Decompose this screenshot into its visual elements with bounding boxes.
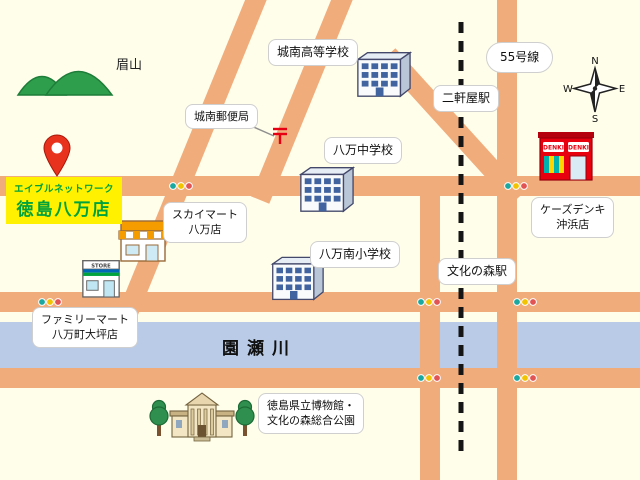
compass-s-label: S bbox=[592, 114, 598, 124]
label-familymart: ファミリーマート 八万町大坪店 bbox=[32, 307, 138, 348]
skymart-store-icon bbox=[117, 213, 169, 265]
denki-sign-text: DENKI bbox=[568, 145, 589, 152]
mountain-label: 眉山 bbox=[116, 58, 143, 73]
museum-icon bbox=[146, 381, 258, 445]
traffic-signal-icon bbox=[513, 298, 537, 306]
ks-denki-building-icon: DENKI DENKI bbox=[537, 122, 595, 182]
compass-e-label: E bbox=[619, 84, 625, 95]
traffic-signal-icon bbox=[504, 182, 528, 190]
traffic-signal-icon bbox=[169, 182, 193, 190]
road-diagonal-center bbox=[250, 0, 353, 204]
label-skymart: スカイマート 八万店 bbox=[163, 202, 247, 243]
label-hachiman-junior-high: 八万中学校 bbox=[324, 137, 403, 164]
traffic-signal-icon bbox=[417, 298, 441, 306]
label-jonan-high-school: 城南高等学校 bbox=[268, 39, 359, 66]
traffic-signal-icon bbox=[38, 298, 62, 306]
label-bunkanomori-station: 文化の森駅 bbox=[438, 258, 517, 285]
compass-n-label: N bbox=[591, 56, 598, 67]
river-label: 園瀬川 bbox=[222, 339, 297, 359]
store-name-text: 徳島八万店 bbox=[16, 200, 112, 220]
mountain-icon bbox=[16, 50, 120, 96]
road-diagonal-west bbox=[111, 0, 267, 334]
traffic-signal-icon bbox=[513, 374, 537, 382]
label-jonan-post-office: 城南郵便局 bbox=[185, 104, 258, 130]
map-pin-icon bbox=[40, 134, 74, 178]
store-sign-text: STORE bbox=[91, 263, 111, 269]
post-mark-icon bbox=[272, 126, 288, 145]
label-nikenya-station: 二軒屋駅 bbox=[433, 85, 500, 112]
store-brand-text: エイブルネットワーク bbox=[14, 184, 115, 195]
store-label: エイブルネットワーク 徳島八万店 bbox=[6, 177, 123, 224]
familymart-store-icon: STORE bbox=[80, 251, 122, 299]
compass-icon: N S W E bbox=[562, 52, 628, 125]
denki-sign-text: DENKI bbox=[543, 145, 564, 152]
compass-w-label: W bbox=[563, 84, 573, 95]
traffic-signal-icon bbox=[417, 374, 441, 382]
label-museum-park: 徳島県立博物館・ 文化の森総合公園 bbox=[258, 393, 364, 434]
label-hachiman-minami-elementary: 八万南小学校 bbox=[310, 241, 401, 268]
label-route-55: 55号線 bbox=[486, 42, 554, 73]
traffic-signals bbox=[38, 182, 537, 382]
label-ks-denki: ケーズデンキ 沖浜店 bbox=[531, 197, 615, 238]
hachiman-junior-high-building-icon bbox=[297, 162, 355, 214]
jonan-high-school-building-icon bbox=[354, 47, 412, 99]
